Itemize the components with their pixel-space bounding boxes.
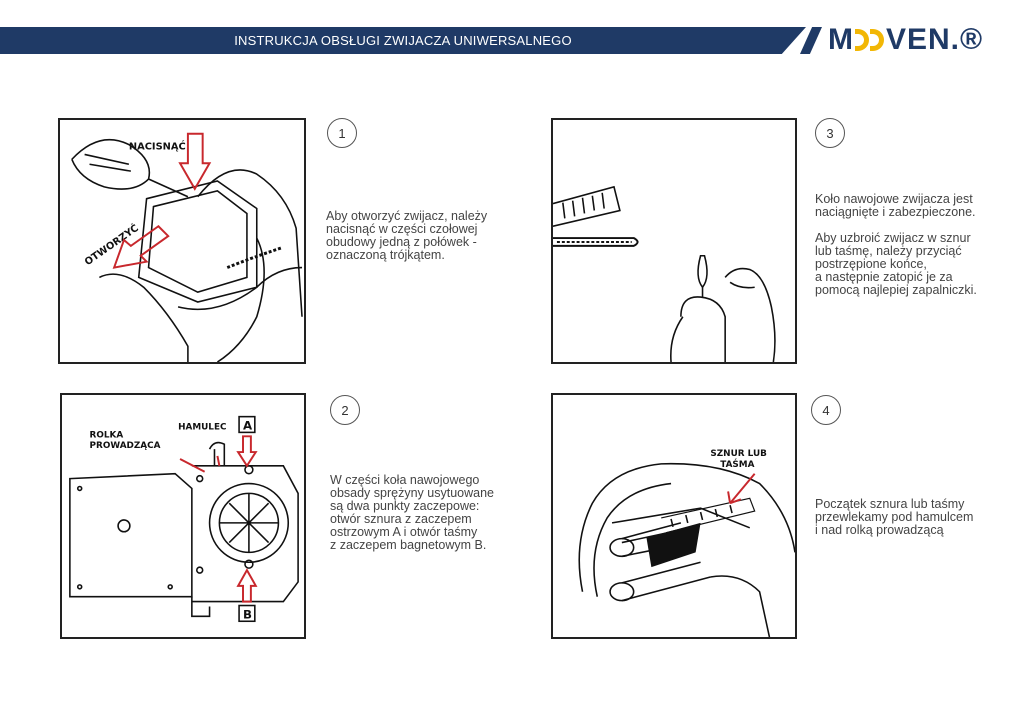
- header-bar: [0, 27, 806, 54]
- step-3-number-badge: 3: [815, 118, 845, 148]
- logo-text-rest: VEN.®: [886, 23, 984, 56]
- step-1-number-badge: 1: [327, 118, 357, 148]
- red-arrow-b: [236, 568, 258, 603]
- step-3-drawing: [553, 185, 776, 362]
- red-arrow-open: [112, 224, 170, 269]
- step-2-illustration: ROLKA PROWADZĄCA HAMULEC A B: [60, 393, 306, 639]
- label-nacisnac: NACISNĄĆ: [129, 140, 186, 153]
- label-hamulec: HAMULEC: [178, 422, 226, 432]
- step-3-paragraph-2: Aby uzbroić zwijacz w sznur lub taśmę, n…: [815, 231, 977, 297]
- logo-letter-m: M: [828, 23, 854, 56]
- label-sznur: SZNUR LUB TAŚMA: [710, 449, 770, 470]
- step-3-paragraph-1: Koło nawojowe zwijacza jest naciągnięte …: [815, 192, 976, 219]
- step-4-number-badge: 4: [811, 395, 841, 425]
- step-3-text: Koło nawojowe zwijacza jest naciągnięte …: [815, 193, 1025, 297]
- step-4-text: Początek sznura lub taśmy przewlekamy po…: [815, 498, 1025, 537]
- page-title: INSTRUKCJA OBSŁUGI ZWIJACZA UNIWERSALNEG…: [234, 33, 572, 48]
- step-2-paragraph: W części koła nawojowego obsady sprężyny…: [330, 473, 494, 552]
- red-arrow-press: [178, 132, 212, 191]
- red-line-rolka: [179, 458, 206, 473]
- brand-logo: M VEN.®: [828, 23, 984, 56]
- label-rolka: ROLKA PROWADZĄCA: [90, 430, 161, 451]
- step-1-drawing: NACISNĄĆ OTWORZYĆ: [71, 132, 303, 362]
- red-line-hamulec: [216, 455, 221, 467]
- step-3-illustration: [551, 118, 797, 364]
- step-1-paragraph: Aby otworzyć zwijacz, należy nacisnąć w …: [326, 209, 488, 262]
- step-1-text: Aby otworzyć zwijacz, należy nacisnąć w …: [326, 210, 526, 262]
- step-4-paragraph: Początek sznura lub taśmy przewlekamy po…: [815, 497, 974, 537]
- step-2-text: W części koła nawojowego obsady sprężyny…: [330, 474, 540, 552]
- red-arrow-sznur: [727, 473, 756, 505]
- red-arrow-a: [236, 435, 258, 468]
- label-b: B: [243, 607, 252, 621]
- logo-oo-mark: [855, 29, 885, 51]
- strap-shadow: [646, 522, 701, 568]
- label-a: A: [243, 418, 253, 432]
- step-2-number-badge: 2: [330, 395, 360, 425]
- step-4-drawing: SZNUR LUB TAŚMA: [578, 449, 795, 637]
- step-1-illustration: NACISNĄĆ OTWORZYĆ: [58, 118, 306, 364]
- step-4-illustration: SZNUR LUB TAŚMA: [551, 393, 797, 639]
- step-2-drawing: ROLKA PROWADZĄCA HAMULEC A B: [69, 415, 299, 623]
